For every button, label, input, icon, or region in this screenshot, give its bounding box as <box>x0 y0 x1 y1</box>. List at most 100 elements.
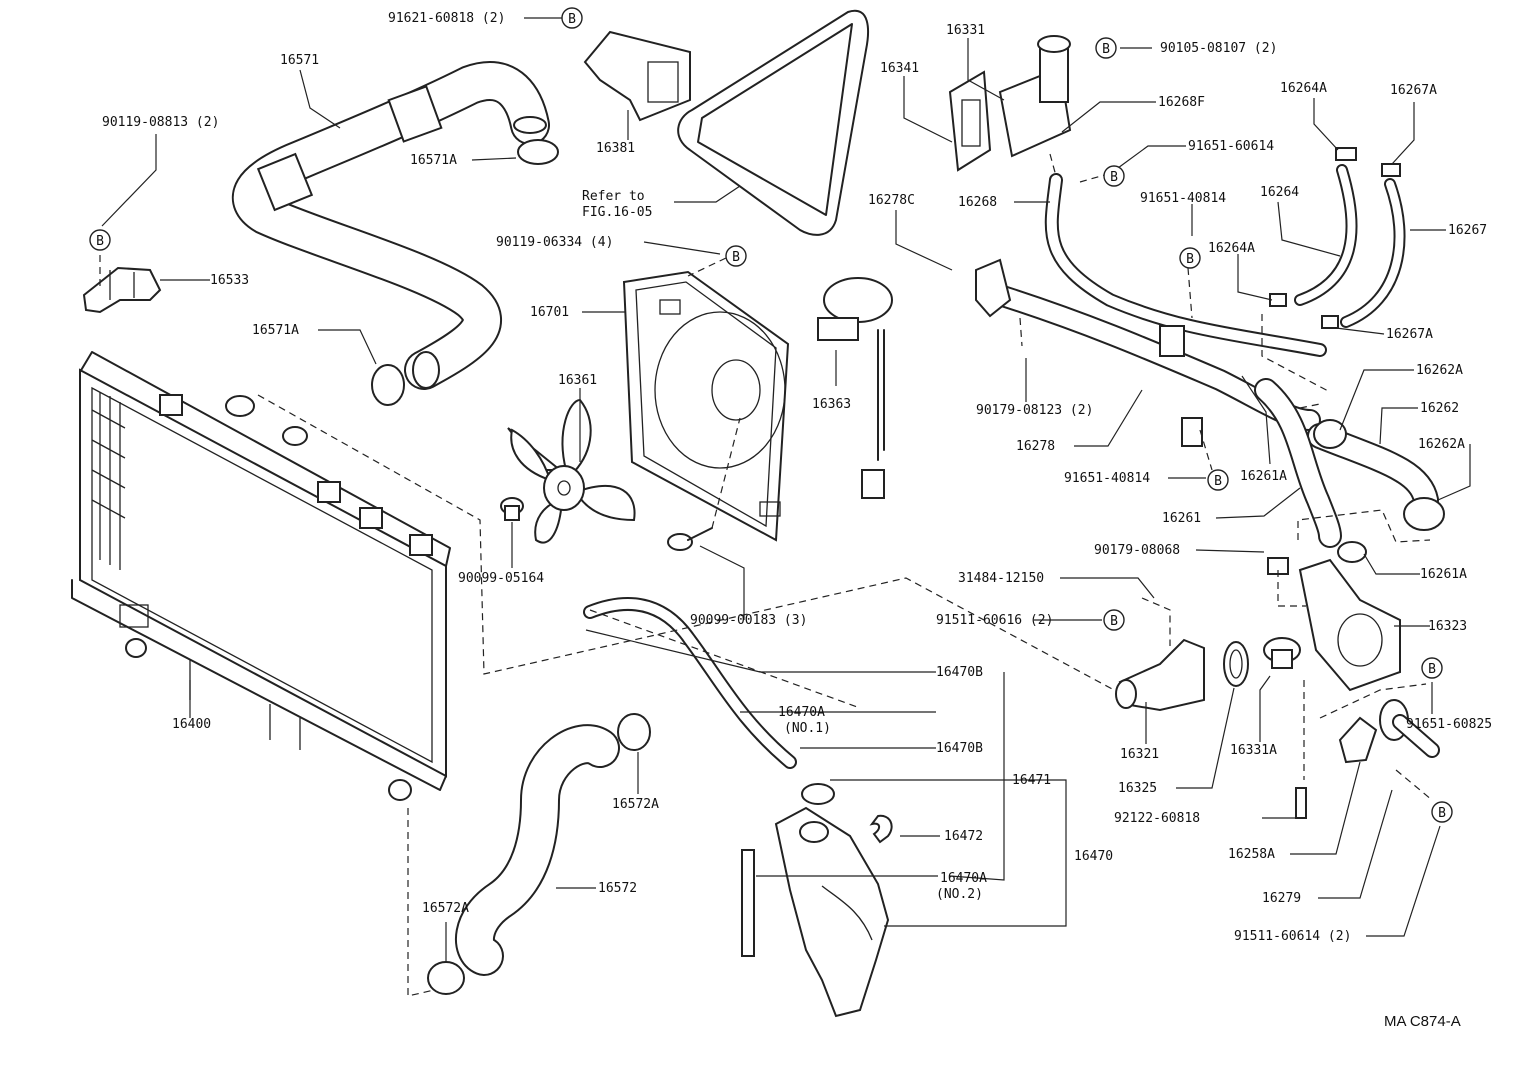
part-label: 16264A <box>1208 241 1255 256</box>
bracket-16533 <box>82 266 162 314</box>
bolt-90099-05164 <box>500 497 524 521</box>
hose-clamp-16572a <box>427 713 651 995</box>
part-label: 16331 <box>946 23 985 38</box>
b-marker: B <box>561 7 583 29</box>
part-label: 90179-08068 <box>1094 543 1180 558</box>
b-markers: B B B B B B B B B B <box>89 7 1453 823</box>
b-marker: B <box>1431 801 1453 823</box>
reference-note-line-2: FIG.16-05 <box>582 205 652 220</box>
part-label: 16331A <box>1230 743 1277 758</box>
hose-16267 <box>1340 178 1406 328</box>
part-label: 92122-60818 <box>1114 811 1200 826</box>
part-label: 16267A <box>1390 83 1437 98</box>
part-label: 16268F <box>1158 95 1205 110</box>
part-label: 31484-12150 <box>958 571 1044 586</box>
part-label: 16470 <box>1074 849 1113 864</box>
part-label: 16261A <box>1240 469 1287 484</box>
cooling-fan-16361 <box>507 398 636 544</box>
part-label: 16267 <box>1448 223 1487 238</box>
svg-text:B: B <box>1102 42 1110 57</box>
bolt-90099-00183 <box>667 527 713 551</box>
reference-note-line-1: Refer to <box>582 189 645 204</box>
svg-text:B: B <box>1186 252 1194 267</box>
part-label: 16262A <box>1416 363 1463 378</box>
part-label: 16262A <box>1418 437 1465 452</box>
part-label: 16361 <box>558 373 597 388</box>
part-label: 91651-60614 <box>1188 139 1274 154</box>
part-label: 16572 <box>598 881 637 896</box>
svg-text:B: B <box>1438 806 1446 821</box>
part-label: 16262 <box>1420 401 1459 416</box>
gasket-16258a <box>1338 716 1378 764</box>
drive-belt <box>677 9 869 236</box>
assembly-dashed-lines <box>99 153 1433 997</box>
lower-hose-16572 <box>455 724 620 976</box>
svg-text:B: B <box>96 234 104 249</box>
part-label: 16572A <box>612 797 659 812</box>
diagram-code: MA C874-A <box>1384 1013 1461 1030</box>
part-label: 16268 <box>958 195 997 210</box>
part-label: 16261A <box>1420 567 1467 582</box>
part-label: 16321 <box>1120 747 1159 762</box>
svg-text:B: B <box>1428 662 1436 677</box>
part-label: 16267A <box>1386 327 1433 342</box>
water-inlet-16321 <box>1115 638 1205 712</box>
part-label: 16400 <box>172 717 211 732</box>
part-label: 16572A <box>422 901 469 916</box>
part-label: 16278 <box>1016 439 1055 454</box>
part-label: 16261 <box>1162 511 1201 526</box>
part-label: 90179-08123 (2) <box>976 403 1093 418</box>
part-label: 90119-06334 (4) <box>496 235 613 250</box>
fan-shroud-16701 <box>622 270 790 542</box>
part-label: 91651-40814 <box>1140 191 1226 206</box>
bracket-16381 <box>583 30 691 122</box>
part-label: (NO.2) <box>936 887 983 902</box>
b-marker: B <box>725 245 747 267</box>
part-label: 91651-40814 <box>1064 471 1150 486</box>
fan-motor-16363 <box>817 277 893 499</box>
part-label: 91511-60614 (2) <box>1234 929 1351 944</box>
part-label: 90099-00183 (3) <box>690 613 807 628</box>
hose-16264 <box>1294 164 1358 306</box>
part-label: 16571A <box>252 323 299 338</box>
b-marker: B <box>1103 609 1125 631</box>
part-label: (NO.1) <box>784 721 831 736</box>
part-label: 16264 <box>1260 185 1299 200</box>
part-label: 16470A <box>778 705 825 720</box>
part-label: 90099-05164 <box>458 571 544 586</box>
reserve-tank-16470 <box>741 783 893 1018</box>
part-label: 91511-60616 (2) <box>936 613 1053 628</box>
part-label: 16341 <box>880 61 919 76</box>
part-label: 16363 <box>812 397 851 412</box>
part-labels: 91621-60818 (2) 16571 90119-08813 (2) 16… <box>102 11 1492 1030</box>
part-label: 16278C <box>868 193 915 208</box>
stud-92122-60818 <box>1295 787 1307 819</box>
small-clamps <box>1269 147 1401 329</box>
b-marker: B <box>1207 469 1229 491</box>
svg-text:B: B <box>568 12 576 27</box>
part-label: 91621-60818 (2) <box>388 11 505 26</box>
part-label: 16571 <box>280 53 319 68</box>
part-label: 16264A <box>1280 81 1327 96</box>
b-marker: B <box>1179 247 1201 269</box>
b-marker: B <box>1103 165 1125 187</box>
svg-text:B: B <box>732 250 740 265</box>
water-inlet-16323 <box>1298 558 1401 692</box>
part-label: 16470B <box>936 741 983 756</box>
part-label: 16472 <box>944 829 983 844</box>
part-label: 16258A <box>1228 847 1275 862</box>
part-label: 16471 <box>1012 773 1051 788</box>
hose-16262 <box>1307 419 1445 531</box>
hose-16261 <box>1254 378 1367 563</box>
part-label: 91651-60825 <box>1406 717 1492 732</box>
part-label: 16470A <box>940 871 987 886</box>
part-label: 16325 <box>1118 781 1157 796</box>
part-label: 16323 <box>1428 619 1467 634</box>
part-label: 16279 <box>1262 891 1301 906</box>
leader-lines <box>101 17 1471 962</box>
svg-text:B: B <box>1214 474 1222 489</box>
svg-text:B: B <box>1110 170 1118 185</box>
water-outlet-16331 <box>948 35 1072 172</box>
part-label: 90119-08813 (2) <box>102 115 219 130</box>
